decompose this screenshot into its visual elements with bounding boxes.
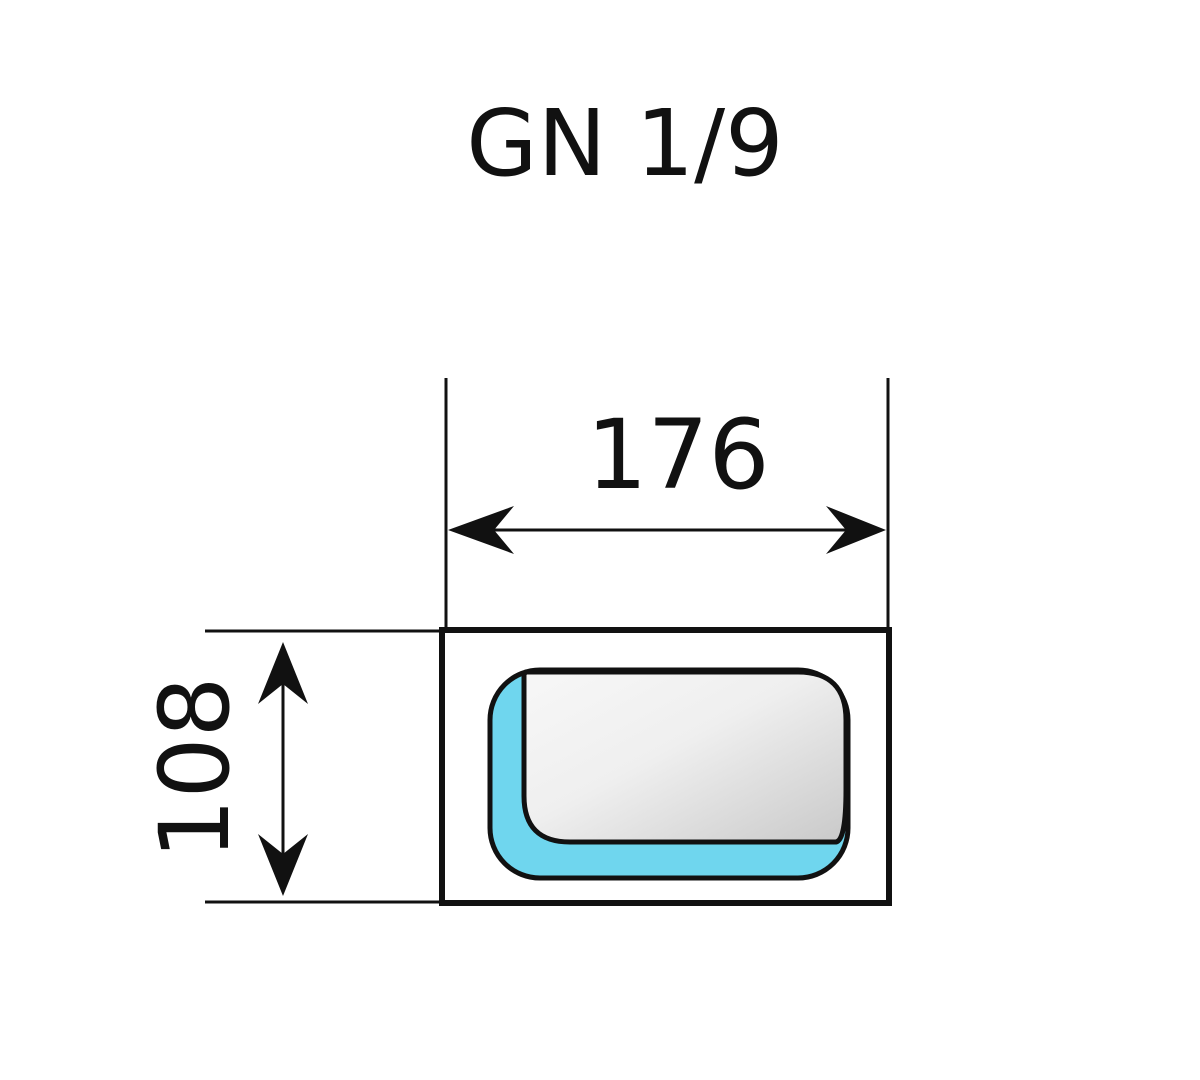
diagram-title: GN 1/9 bbox=[466, 90, 783, 197]
height-label: 108 bbox=[139, 676, 251, 859]
height-arrowhead-top-icon bbox=[258, 642, 308, 704]
width-arrowhead-right-icon bbox=[826, 506, 886, 554]
pan-top-face bbox=[521, 669, 849, 845]
height-arrowhead-bottom-icon bbox=[258, 834, 308, 896]
width-arrowhead-left-icon bbox=[448, 506, 514, 554]
width-label: 176 bbox=[586, 399, 769, 511]
